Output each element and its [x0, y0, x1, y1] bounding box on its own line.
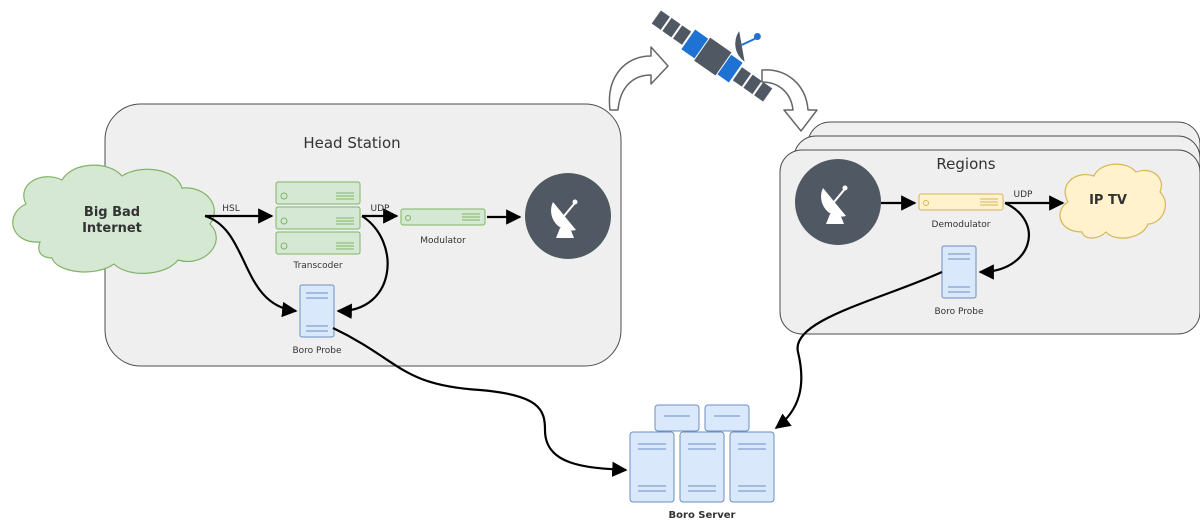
- modulator-device: Modulator: [400, 208, 486, 246]
- cloud-label-line2: Internet: [82, 221, 142, 236]
- edge-label-udp-head: UDP: [371, 204, 391, 214]
- edge-internet-probe: [204, 214, 298, 318]
- probe-region-label: Boro Probe: [934, 307, 984, 317]
- edge-transcoder-probe: [336, 215, 389, 319]
- server-icon: Boro Probe: [292, 284, 342, 356]
- satellite-icon: [651, 10, 773, 102]
- boro-server-label: Boro Server: [669, 510, 736, 521]
- demodulator-device: Demodulator: [918, 193, 1004, 230]
- regions-title: Regions: [936, 155, 995, 173]
- transcoder-server: Transcoder: [275, 181, 361, 271]
- transcoder-label: Transcoder: [292, 261, 342, 271]
- satellite-dish-icon: [795, 159, 881, 245]
- edge-demodulator-probe: [978, 202, 1030, 280]
- demodulator-label: Demodulator: [932, 220, 991, 230]
- modulator-label: Modulator: [420, 236, 466, 246]
- ip-tv-label: IP TV: [1089, 193, 1127, 208]
- downlink-curve-arrow: [761, 69, 818, 132]
- ip-tv-cloud: IP TV: [1059, 163, 1166, 239]
- satellite-dish-icon: [525, 173, 611, 259]
- probe-head-label: Boro Probe: [292, 346, 342, 356]
- cloud-label-line1: Big Bad: [84, 205, 140, 220]
- boro-server-cluster: Boro Server: [629, 404, 775, 521]
- head-station-title: Head Station: [303, 134, 400, 152]
- edge-label-hsl: HSL: [222, 204, 240, 214]
- edge-label-udp-region: UDP: [1014, 190, 1034, 200]
- internet-cloud: Big Bad Internet: [12, 164, 217, 274]
- head-station-container: Head Station: [104, 103, 622, 367]
- edge-probe-server: [332, 327, 628, 478]
- uplink-curve-arrow: [608, 46, 669, 111]
- edge-region-probe-server: [774, 270, 943, 429]
